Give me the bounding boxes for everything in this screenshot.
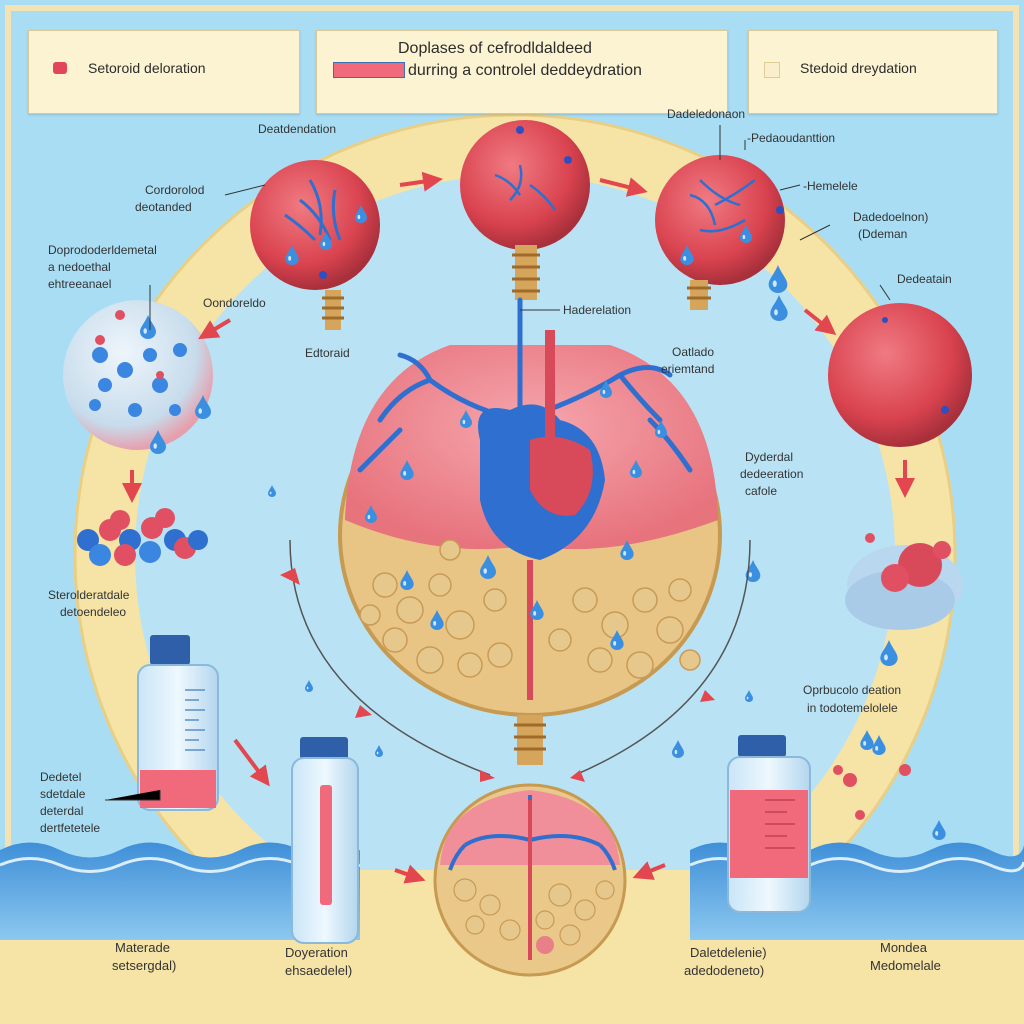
- label-haedeldation: Haderelation: [563, 303, 632, 317]
- red-swatch-icon: [53, 62, 67, 74]
- label-oondoreldo: Oondoreldo: [203, 296, 266, 310]
- bottom-caption-3b: adedodeneto): [684, 963, 765, 978]
- bottom-caption-4a: Mondea: [880, 940, 927, 955]
- legend-left-label: Setoroid deloration: [88, 60, 206, 76]
- label-oatlado-2: eriemtand: [661, 362, 715, 376]
- bottom-caption-1a: Materade: [115, 940, 170, 955]
- label-oatlado-1: Oatlado: [672, 345, 715, 359]
- label-edtoraid: Edtoraid: [305, 346, 350, 360]
- bottom-caption-4b: Medomelale: [870, 958, 941, 973]
- label-deptoro-2: a nedoethal: [48, 260, 111, 274]
- label-stereo-1: Sterolderatdale: [48, 588, 130, 602]
- label-top-left-sphere: Deatdendation: [258, 122, 337, 136]
- bottom-caption-2a: Doyeration: [285, 945, 348, 960]
- label-tr-3: -Hemelele: [803, 179, 858, 193]
- label-deptoro-1: Doprododerldemetal: [48, 243, 157, 257]
- label-bottle-4: dertfetetele: [40, 821, 101, 835]
- label-tr-1: Dadeledonaon: [667, 107, 746, 121]
- cream-swatch-icon: [764, 62, 780, 78]
- label-opdal-1: Oprbucolo deation: [803, 683, 902, 697]
- legend-right-box: [748, 30, 998, 114]
- label-deptoro-3: ehtreeanael: [48, 277, 112, 291]
- label-tr-5: (Ddeman: [858, 227, 908, 241]
- label-cordorolod-1: Cordorolod: [145, 183, 205, 197]
- label-stereo-2: detoendeleo: [60, 605, 127, 619]
- label-tr-4: Dadedoelnon): [853, 210, 929, 224]
- bottom-caption-2b: ehsaedelel): [285, 963, 353, 978]
- label-dyderal-2: dedeeration: [740, 467, 804, 481]
- bottle-icon: [137, 635, 219, 811]
- label-dyderal-1: Dyderdal: [745, 450, 794, 464]
- label-dyderal-3: cafole: [745, 484, 778, 498]
- bottom-caption-1b: setsergdal): [112, 958, 177, 973]
- bottom-caption-3a: Daletdelenie): [690, 945, 767, 960]
- legend-right-label: Stedoid dreydation: [800, 60, 917, 76]
- label-dedeatin: Dedeatain: [897, 272, 952, 286]
- legend-title-line1: Doplases of cefrodldaldeed: [398, 40, 592, 57]
- legend-left-box: [28, 30, 300, 114]
- label-bottle-1: Dedetel: [40, 770, 82, 784]
- label-tr-2: -Pedaoudanttion: [747, 131, 836, 145]
- label-bottle-3: deterdal: [40, 804, 84, 818]
- label-bottle-2: sdetdale: [40, 787, 86, 801]
- red-bar-swatch-icon: [333, 62, 405, 78]
- label-cordorolod-2: deotanded: [135, 200, 192, 214]
- legend-title-line2: durring a controlel deddeydration: [408, 62, 642, 79]
- label-opdal-2: in todotemelolele: [807, 701, 898, 715]
